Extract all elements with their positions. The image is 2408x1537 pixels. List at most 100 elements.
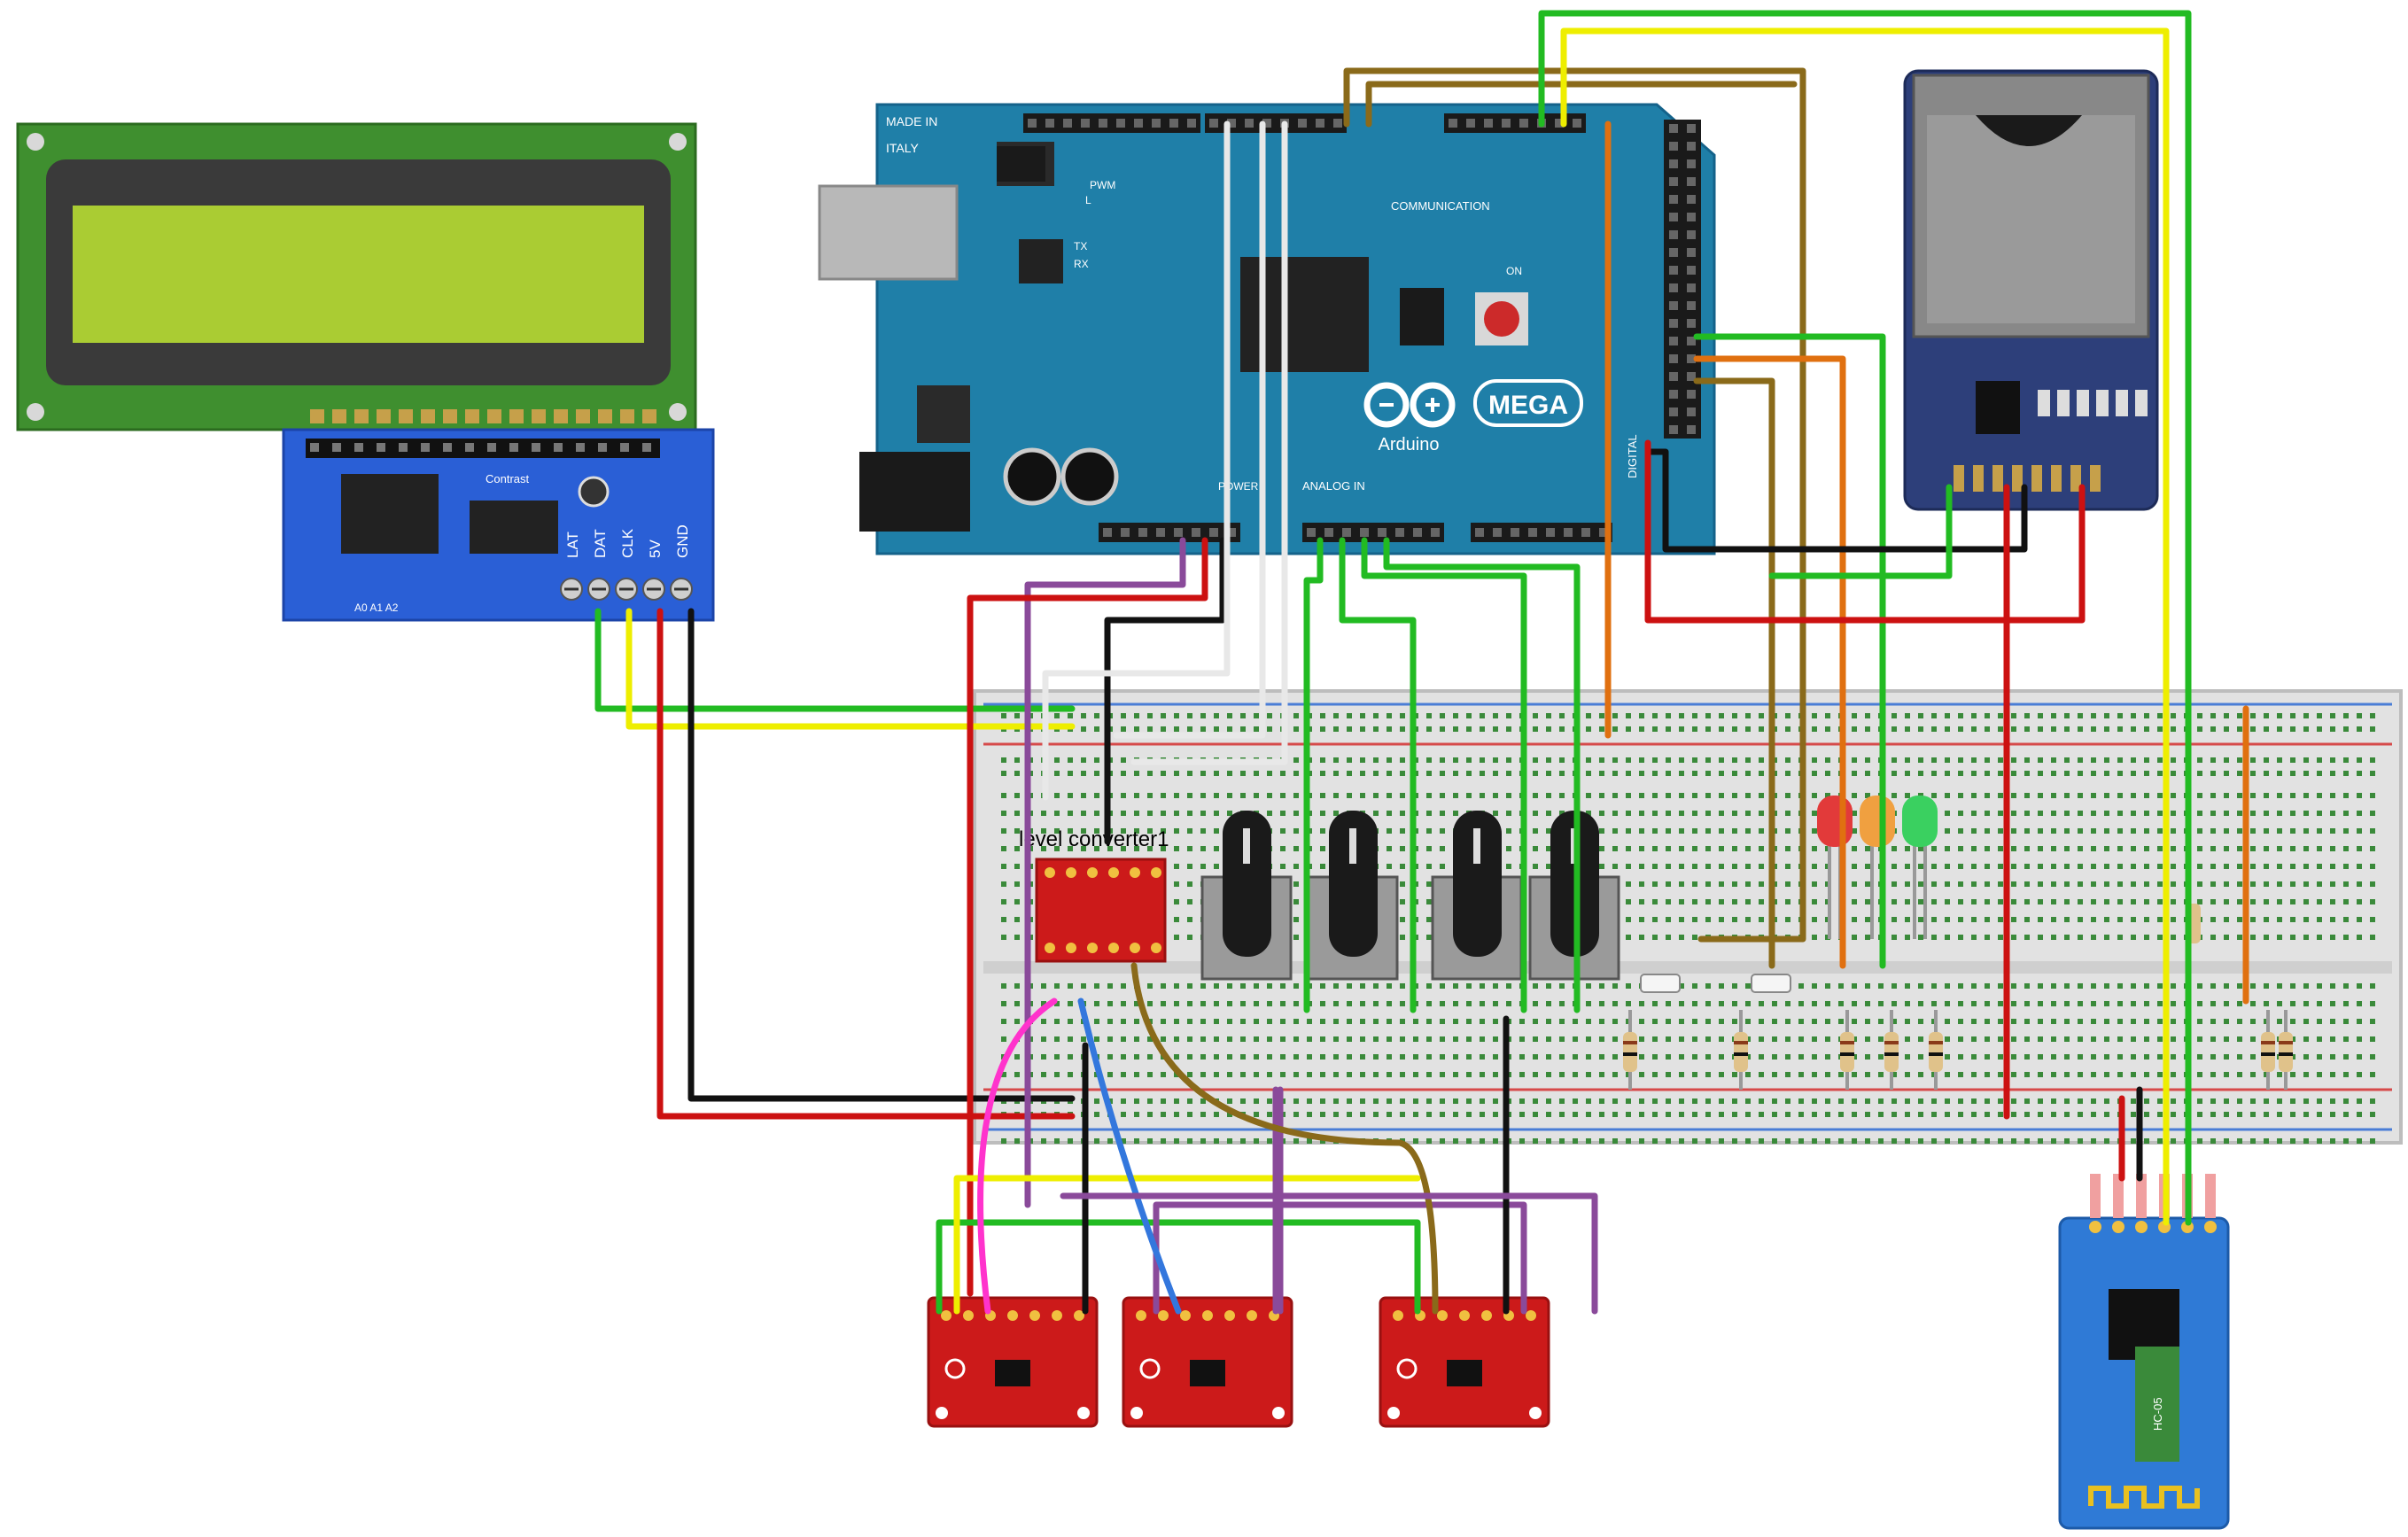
backpack-pin-5v: 5V bbox=[647, 540, 664, 558]
resistor-band bbox=[2279, 1041, 2293, 1044]
header-pin bbox=[1687, 124, 1696, 133]
breadboard-hole bbox=[1878, 983, 1884, 989]
breadboard-hole bbox=[1174, 864, 1179, 869]
wire-brown bbox=[1365, 81, 1798, 128]
header-pin bbox=[1669, 142, 1678, 151]
breadboard-hole bbox=[2317, 771, 2322, 776]
icsp-header-2 bbox=[1400, 288, 1444, 345]
breadboard-hole bbox=[1320, 1054, 1325, 1060]
breadboard-hole bbox=[1426, 864, 1432, 869]
breadboard-hole bbox=[1599, 1019, 1604, 1024]
header-pin bbox=[1687, 425, 1696, 434]
breadboard-hole bbox=[2157, 793, 2163, 798]
breadboard-hole bbox=[1466, 1072, 1472, 1077]
breadboard-hole bbox=[1227, 1036, 1232, 1042]
sensor-hole bbox=[1272, 1407, 1285, 1419]
breadboard-hole bbox=[1533, 828, 1538, 834]
breadboard-hole bbox=[2117, 899, 2123, 904]
breadboard-hole bbox=[1293, 811, 1299, 816]
breadboard-hole bbox=[1174, 1036, 1179, 1042]
breadboard-hole bbox=[2011, 726, 2016, 732]
breadboard-hole bbox=[1081, 983, 1086, 989]
breadboard-hole bbox=[1958, 846, 1963, 851]
breadboard-hole bbox=[2117, 1019, 2123, 1024]
breadboard-hole bbox=[1413, 1098, 1418, 1104]
breadboard-hole bbox=[1200, 713, 1206, 718]
breadboard-hole bbox=[1480, 1054, 1485, 1060]
level-converter: level converter1 bbox=[1019, 827, 1169, 963]
breadboard-hole bbox=[1440, 771, 1445, 776]
breadboard-hole bbox=[2144, 899, 2149, 904]
breadboard-hole bbox=[1293, 713, 1299, 718]
breadboard-hole bbox=[2357, 1138, 2362, 1144]
breadboard-hole bbox=[1400, 917, 1405, 922]
wire-green bbox=[1693, 333, 1886, 969]
breadboard-hole bbox=[2024, 811, 2030, 816]
breadboard-hole bbox=[1254, 1054, 1259, 1060]
breadboard-hole bbox=[1612, 713, 1618, 718]
breadboard-hole bbox=[1134, 811, 1139, 816]
breadboard-hole bbox=[1745, 771, 1751, 776]
breadboard-hole bbox=[1333, 1098, 1339, 1104]
breadboard-hole bbox=[2064, 881, 2070, 887]
header-pin bbox=[1209, 528, 1218, 537]
breadboard-hole bbox=[2343, 828, 2349, 834]
breadboard-hole bbox=[1865, 1098, 1870, 1104]
breadboard-hole bbox=[1373, 793, 1379, 798]
breadboard-hole bbox=[1692, 828, 1697, 834]
header-pin bbox=[1687, 159, 1696, 168]
breadboard-hole bbox=[1400, 1036, 1405, 1042]
breadboard-hole bbox=[1785, 1019, 1790, 1024]
breadboard-hole bbox=[1466, 1098, 1472, 1104]
breadboard-hole bbox=[2303, 726, 2309, 732]
breadboard-hole bbox=[1387, 811, 1392, 816]
reset-button[interactable] bbox=[1484, 301, 1519, 337]
breadboard-hole bbox=[1001, 864, 1006, 869]
breadboard-hole bbox=[1453, 1112, 1458, 1117]
breadboard-hole bbox=[2290, 1001, 2295, 1006]
breadboard-hole bbox=[1971, 846, 1977, 851]
breadboard-hole bbox=[1985, 1054, 1990, 1060]
breadboard-hole bbox=[1001, 757, 1006, 763]
breadboard-hole bbox=[1719, 793, 1724, 798]
breadboard-hole bbox=[1214, 1036, 1219, 1042]
breadboard-hole bbox=[1347, 1112, 1352, 1117]
breadboard-hole bbox=[1812, 1036, 1817, 1042]
breadboard-hole bbox=[2091, 864, 2096, 869]
breadboard-hole bbox=[1772, 1072, 1777, 1077]
breadboard-hole bbox=[1440, 828, 1445, 834]
breadboard-hole bbox=[2370, 846, 2375, 851]
breadboard-hole bbox=[1094, 846, 1099, 851]
breadboard-hole bbox=[2104, 757, 2109, 763]
breadboard-hole bbox=[1825, 1138, 1830, 1144]
breadboard-hole bbox=[1147, 726, 1153, 732]
breadboard-hole bbox=[1838, 1001, 1844, 1006]
breadboard-hole bbox=[1293, 1019, 1299, 1024]
analog-in-label: ANALOG IN bbox=[1302, 479, 1365, 493]
breadboard-hole bbox=[2024, 881, 2030, 887]
breadboard-hole bbox=[1227, 1072, 1232, 1077]
breadboard-hole bbox=[1865, 757, 1870, 763]
breadboard-hole bbox=[2064, 828, 2070, 834]
breadboard-hole bbox=[1426, 1054, 1432, 1060]
breadboard-hole bbox=[2051, 917, 2056, 922]
breadboard-hole bbox=[2157, 899, 2163, 904]
breadboard-hole bbox=[2290, 1019, 2295, 1024]
breadboard-hole bbox=[1466, 793, 1472, 798]
breadboard-hole bbox=[2224, 726, 2229, 732]
breadboard-hole bbox=[1387, 864, 1392, 869]
breadboard-hole bbox=[1639, 846, 1644, 851]
breadboard-hole bbox=[2370, 935, 2375, 940]
breadboard-hole bbox=[1307, 1072, 1312, 1077]
breadboard-hole bbox=[1121, 793, 1126, 798]
wire-orange bbox=[1693, 355, 1846, 969]
breadboard-hole bbox=[1759, 1072, 1764, 1077]
breadboard-hole bbox=[2290, 864, 2295, 869]
breadboard-hole bbox=[1121, 726, 1126, 732]
breadboard-hole bbox=[1865, 1036, 1870, 1042]
sensor-pin bbox=[1202, 1310, 1213, 1321]
breadboard-hole bbox=[1692, 811, 1697, 816]
breadboard-hole bbox=[2224, 1138, 2229, 1144]
breadboard-hole bbox=[1320, 1138, 1325, 1144]
breadboard-hole bbox=[2317, 864, 2322, 869]
